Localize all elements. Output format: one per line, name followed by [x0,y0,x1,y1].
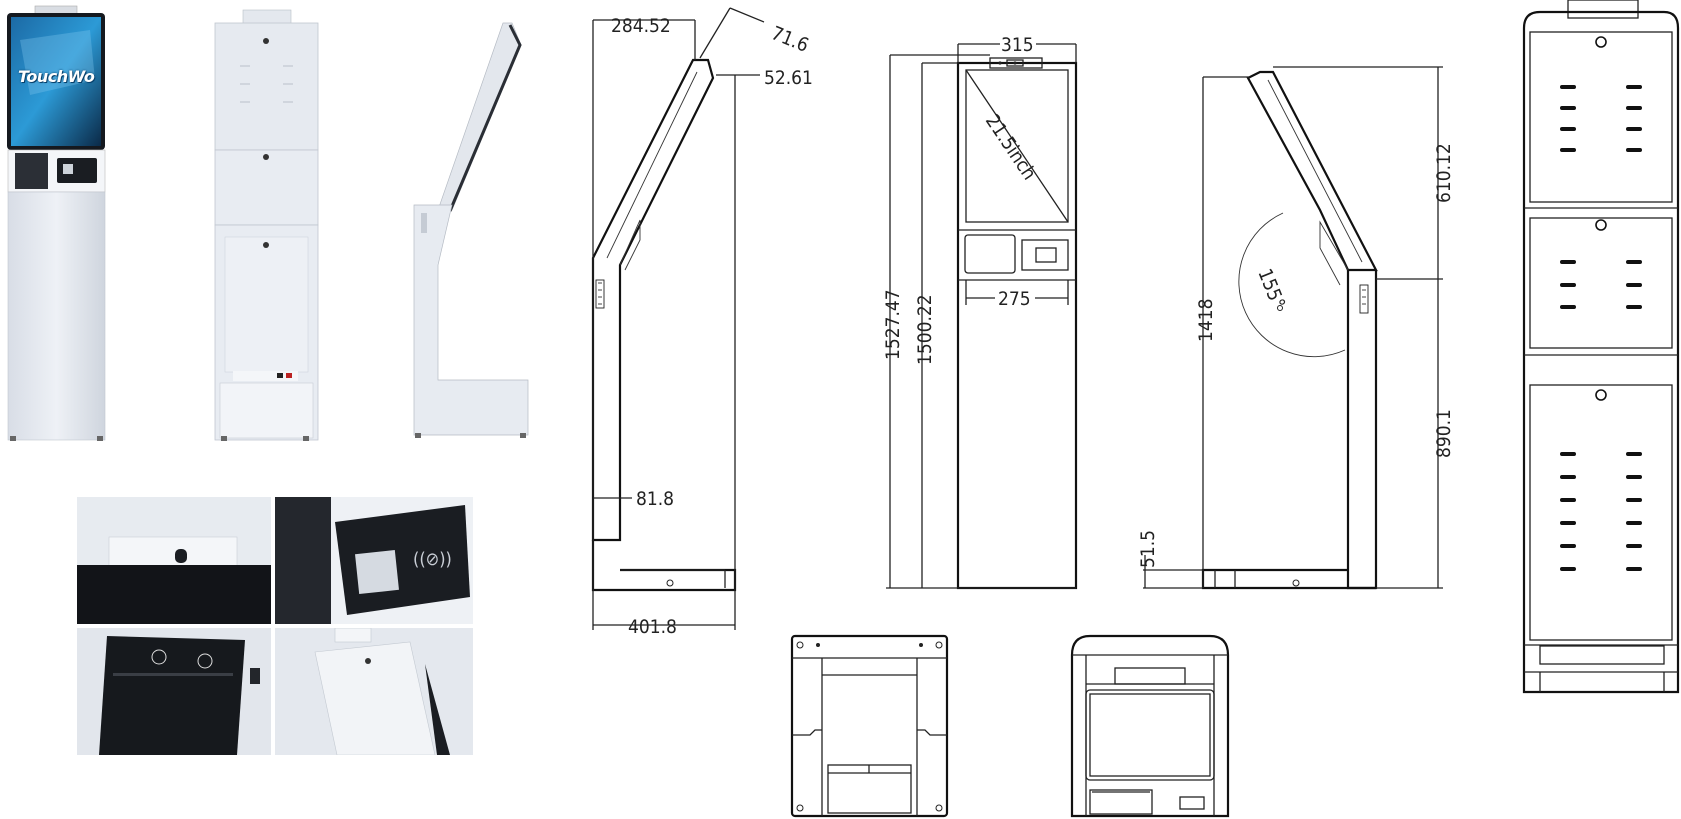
top-view-drawing [790,634,949,818]
rear-elevation-drawing [1522,0,1680,694]
svg-text:((⊘)): ((⊘)) [413,549,452,570]
dim-panel-width: 275 [998,288,1031,310]
dim-angle: 155° [1253,266,1289,312]
kiosk-side-photo [400,15,540,445]
detail-camera-photo [77,497,271,624]
kiosk-back-photo [205,5,330,445]
detail-printer-photo [77,628,271,755]
detail-lock-photo [275,628,473,755]
detail-scanner-photo: ((⊘)) [275,497,473,624]
dim-height: 1418 [1195,299,1217,343]
side-elevation-right: 1418 155° 610.12 890.1 51.5 [1137,66,1455,590]
dim-overall-width: 315 [1001,34,1034,56]
front-elevation: 315 21.5inch 1527.47 1500.22 275 [882,34,1078,590]
kiosk-front-photo: TouchWo [0,0,115,445]
brand-logo: TouchWo [18,67,95,86]
dim-body-height: 1500.22 [914,294,936,365]
dim-base-depth: 401.8 [628,616,677,638]
side-elevation-left: 284.52 71.6 52.61 81.8 401.8 [591,7,813,638]
dim-upper-height: 610.12 [1433,143,1455,203]
dim-total-height: 1527.47 [882,289,904,360]
dim-head-depth: 71.6 [768,22,812,57]
dim-head-height: 52.61 [764,67,813,89]
dim-top-depth: 284.52 [611,15,671,37]
dim-screen-size: 21.5inch [981,110,1041,184]
front-top-view-drawing [1070,634,1230,818]
dim-base-height: 51.5 [1137,530,1159,568]
dim-wall-thickness: 81.8 [636,488,674,510]
dim-lower-height: 890.1 [1433,409,1455,458]
